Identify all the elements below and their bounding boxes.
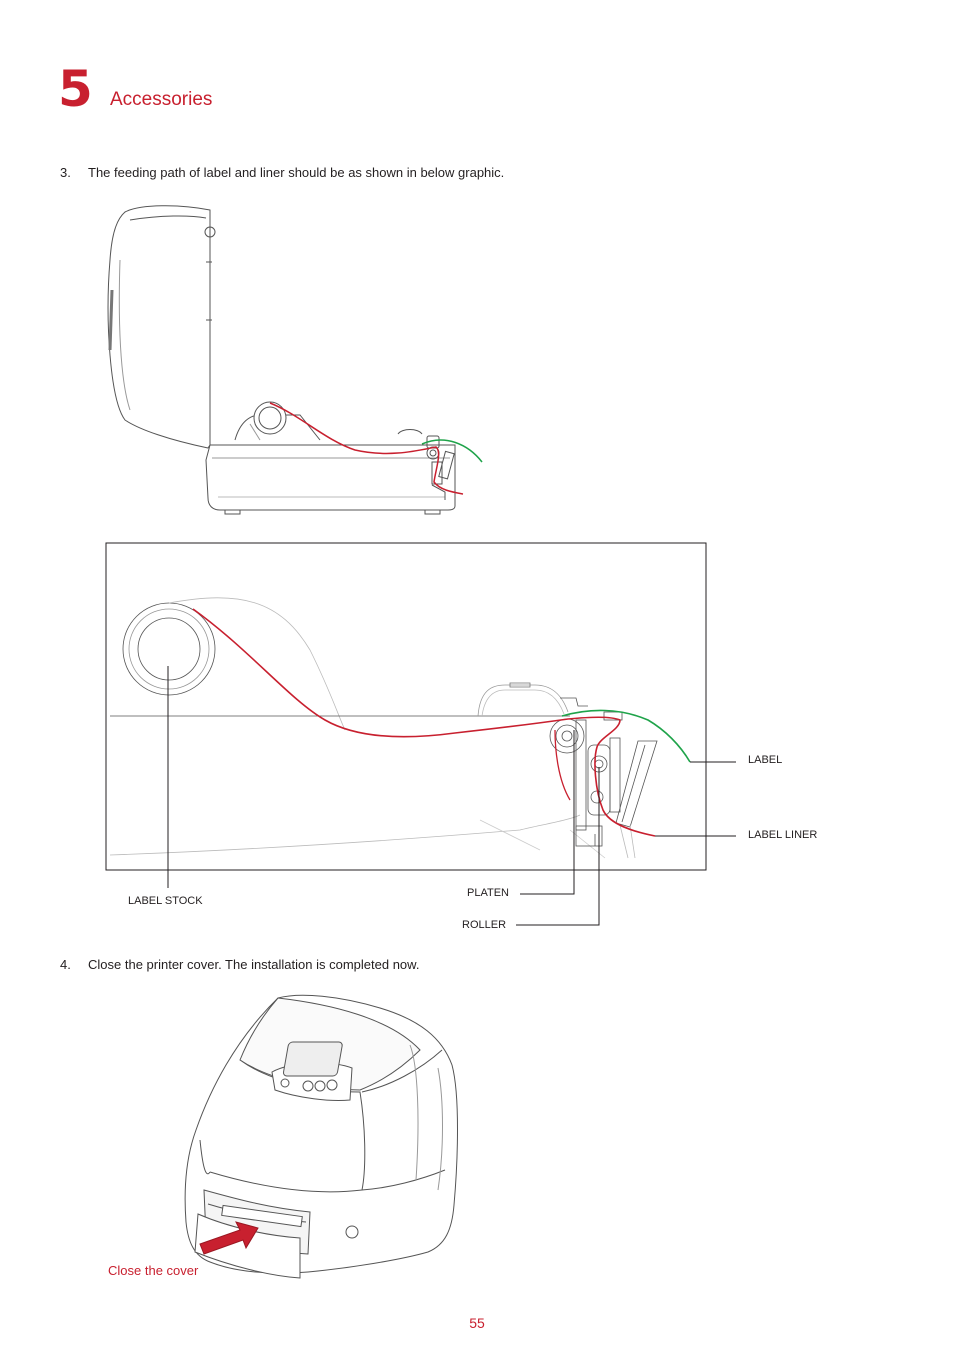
step-3-number: 3. [60, 165, 71, 180]
chapter-number: 5 [58, 60, 93, 118]
chapter-title: Accessories [110, 89, 213, 110]
callout-label-stock: LABEL STOCK [128, 895, 203, 907]
callout-label: LABEL [748, 754, 783, 766]
step-4-text: Close the printer cover. The installatio… [88, 957, 420, 972]
callout-label-liner: LABEL LINER [748, 829, 818, 841]
media-path-detail-figure [105, 542, 736, 926]
step-3: 3. The feeding path of label and liner s… [60, 166, 760, 182]
close-cover-caption: Close the cover [108, 1263, 199, 1278]
printer-closed-figure [184, 994, 458, 1279]
printer-side-view-figure [107, 205, 483, 515]
step-4-number: 4. [60, 957, 71, 972]
step-4: 4. Close the printer cover. The installa… [60, 958, 760, 974]
callout-platen: PLATEN [467, 887, 509, 899]
callout-roller: ROLLER [462, 919, 507, 931]
page-number: 55 [469, 1315, 485, 1331]
step-3-text: The feeding path of label and liner shou… [88, 165, 505, 180]
